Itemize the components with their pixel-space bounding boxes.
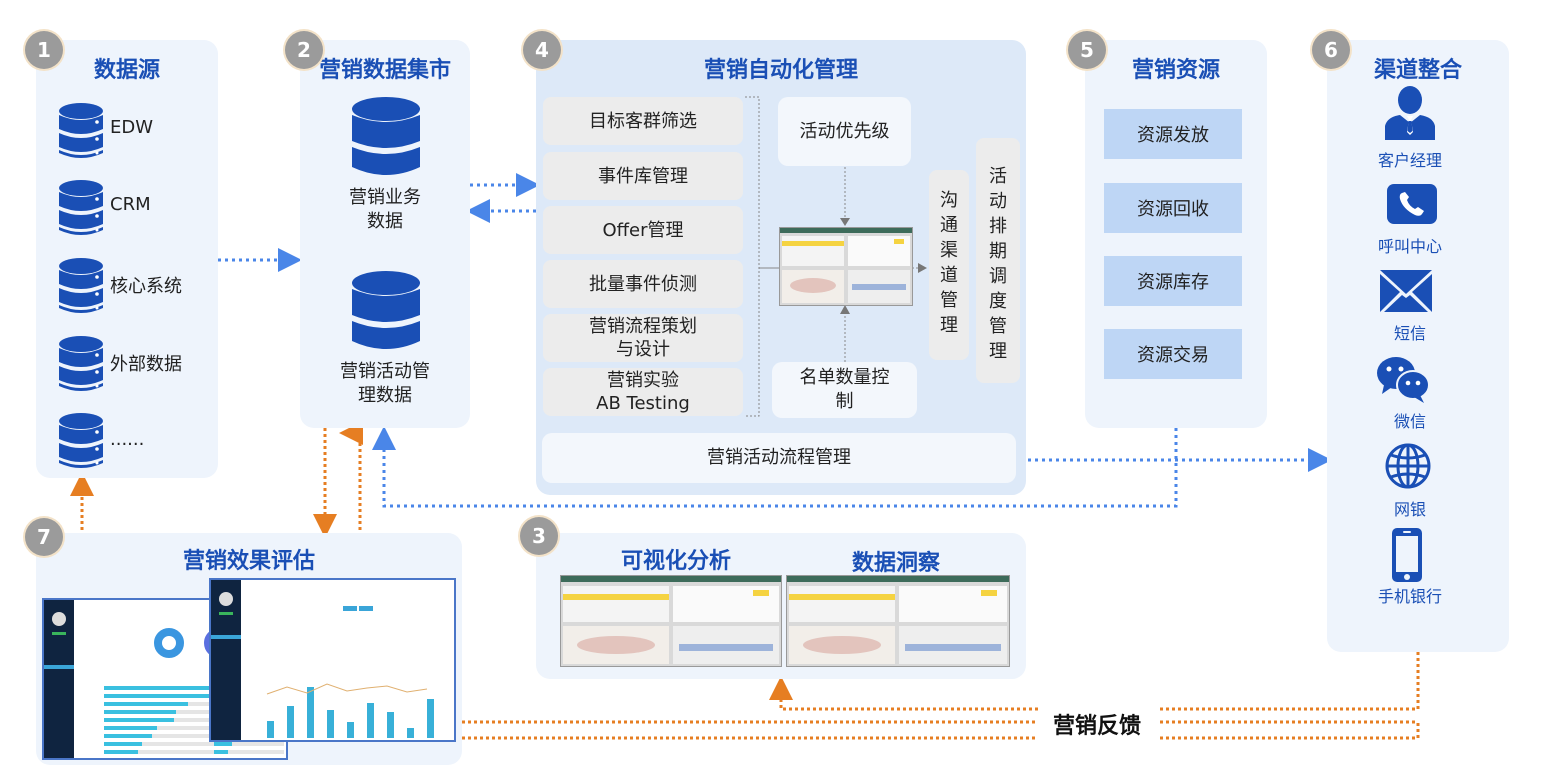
database-icon (59, 413, 103, 475)
campaign-flow-management-box: 营销活动流程管理 (542, 433, 1016, 483)
data-source-item: ...... (110, 429, 145, 450)
database-icon (59, 258, 103, 320)
account-manager-icon (1385, 86, 1435, 140)
wechat-icon (1377, 357, 1430, 403)
data-insight-title: 数据洞察 (851, 551, 940, 576)
resource-item: 资源交易 (1104, 329, 1242, 379)
database-icon (59, 180, 103, 242)
data-source-item: EDW (110, 117, 154, 138)
mart-item-campaign-data: 营销活动管 理数据 (340, 361, 430, 406)
feedback-line-to-visual (769, 676, 1038, 711)
arrow-evaluation-to-mart (339, 421, 363, 530)
data-insight-screenshot (786, 575, 1010, 667)
step-badge-5: 5 (1068, 31, 1106, 69)
visual-analytics-title: 可视化分析 (620, 549, 731, 574)
campaign-dashboard-screenshot (779, 227, 913, 306)
database-icon (352, 271, 420, 349)
automation-title: 营销自动化管理 (703, 58, 858, 83)
data-source-item: 外部数据 (110, 354, 182, 375)
channel-label: 网银 (1393, 500, 1426, 519)
mobile-phone-icon (1392, 528, 1422, 582)
channel-label: 短信 (1393, 324, 1426, 343)
channel-label: 客户经理 (1377, 151, 1442, 170)
channel-label: 呼叫中心 (1377, 237, 1442, 256)
channel-label: 微信 (1393, 412, 1426, 431)
channel-label: 手机银行 (1377, 587, 1442, 606)
step-badge-2: 2 (285, 31, 323, 69)
step-badge-1: 1 (25, 31, 63, 69)
automation-function-box: 批量事件侦测 (543, 260, 743, 308)
evaluation-dashboard-screenshot-2 (209, 578, 456, 742)
schedule-management-box: 活动排期调度管理 (976, 138, 1020, 383)
marketing-feedback-label: 营销反馈 (1053, 714, 1142, 739)
step-badge-6: 6 (1312, 31, 1350, 69)
automation-function-box: 营销流程策划与设计 (543, 314, 743, 362)
resource-item: 资源库存 (1104, 256, 1242, 306)
activity-priority-box: 活动优先级 (778, 97, 911, 166)
list-quantity-control-box: 名单数量控 制 (772, 362, 917, 418)
resource-item: 资源发放 (1104, 109, 1242, 159)
database-icon (352, 97, 420, 175)
database-icon (59, 103, 103, 165)
automation-function-box: Offer管理 (543, 206, 743, 254)
step-badge-4: 4 (523, 31, 561, 69)
automation-function-box: 事件库管理 (543, 152, 743, 200)
data-source-item: CRM (110, 194, 151, 215)
step-badge-3: 3 (520, 517, 558, 555)
data-source-item: 核心系统 (110, 276, 182, 297)
resources-title: 营销资源 (1131, 58, 1220, 83)
globe-icon (1385, 443, 1431, 489)
step-badge-7: 7 (25, 518, 63, 556)
feedback-line-bottom-right (1160, 722, 1420, 740)
evaluation-title: 营销效果评估 (182, 549, 315, 574)
feedback-line-right (1160, 652, 1420, 711)
database-icon (59, 336, 103, 398)
mart-item-business-data: 营销业务 数据 (349, 187, 421, 232)
automation-function-box: 目标客群筛选 (543, 97, 743, 145)
channel-management-box: 沟通渠道管理 (929, 170, 969, 360)
resource-item: 资源回收 (1104, 183, 1242, 233)
visual-analytics-screenshot (560, 575, 782, 667)
channels-title: 渠道整合 (1373, 58, 1462, 83)
phone-icon (1387, 184, 1437, 224)
data-source-title: 数据源 (93, 58, 160, 83)
envelope-icon (1380, 270, 1432, 312)
data-mart-title: 营销数据集市 (318, 58, 451, 83)
